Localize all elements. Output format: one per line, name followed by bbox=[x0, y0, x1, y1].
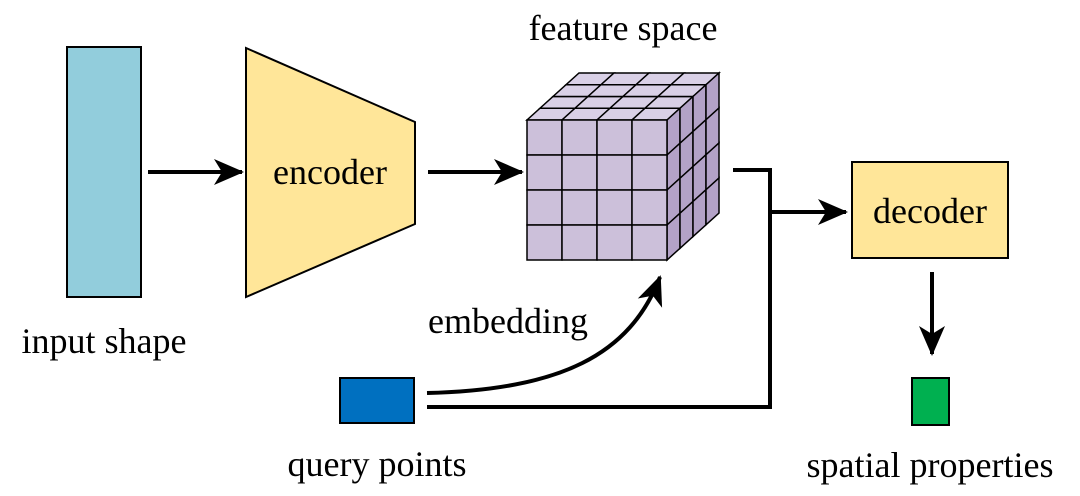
cube-front-cell bbox=[561, 189, 598, 226]
cube-front-cell bbox=[561, 119, 598, 156]
feature-space-label: feature space bbox=[529, 8, 718, 48]
decoder-label: decoder bbox=[873, 191, 987, 231]
input-shape-block bbox=[66, 46, 142, 298]
query-points-label: query points bbox=[288, 444, 467, 484]
feature-space-cube bbox=[525, 71, 721, 262]
cube-front-cell bbox=[631, 189, 668, 226]
cube-front-cell bbox=[596, 119, 633, 156]
query-points-block bbox=[339, 377, 415, 424]
cube-side-cell bbox=[705, 176, 720, 227]
cube-front-cell bbox=[631, 224, 668, 261]
cube-front-cell bbox=[631, 154, 668, 191]
spatial-properties-label: spatial properties bbox=[807, 445, 1054, 485]
spatial-properties-block bbox=[911, 377, 950, 426]
embedding-label: embedding bbox=[428, 301, 588, 341]
cube-front-cell bbox=[526, 224, 563, 261]
cube-front-cell bbox=[561, 224, 598, 261]
cube-front-cell bbox=[561, 154, 598, 191]
embedding-arrow bbox=[426, 275, 663, 395]
encoder-label: encoder bbox=[273, 152, 387, 192]
cube-front-cell bbox=[526, 119, 563, 156]
input-shape-label: input shape bbox=[22, 321, 187, 361]
decoder-block bbox=[851, 161, 1009, 259]
cube-front-cell bbox=[596, 224, 633, 261]
cube-front-cell bbox=[526, 154, 563, 191]
cube-front-cell bbox=[596, 189, 633, 226]
connector-query-to-junction bbox=[427, 212, 772, 409]
cube-front-cell bbox=[596, 154, 633, 191]
connector-cube-to-junction bbox=[733, 168, 772, 212]
cube-front-cell bbox=[631, 119, 668, 156]
cube-front-cell bbox=[526, 189, 563, 226]
encoder-block bbox=[245, 46, 416, 299]
